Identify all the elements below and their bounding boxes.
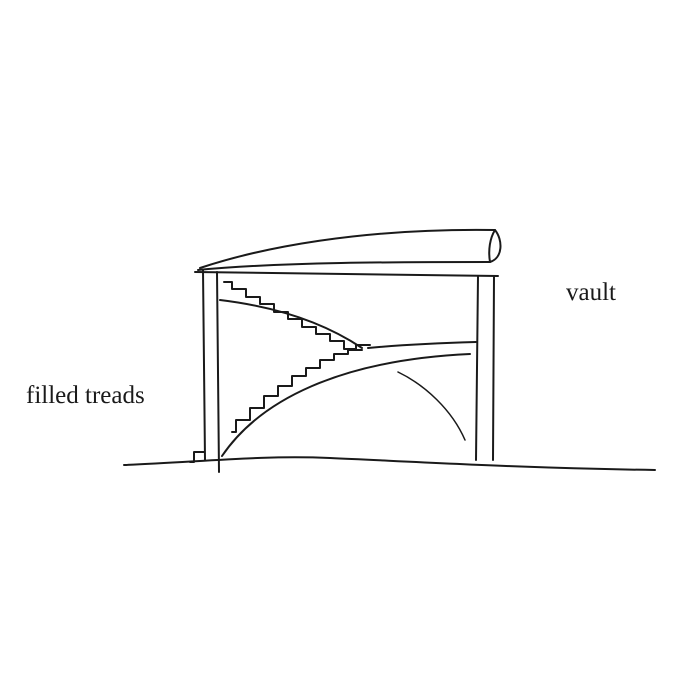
filled-treads-label: filled treads <box>26 382 145 409</box>
roof-slab-bottom <box>194 271 499 277</box>
upper-stair-steps <box>223 281 371 350</box>
left-post-inner <box>216 271 220 473</box>
right-post-outer <box>475 275 479 461</box>
left-post-outer <box>202 269 206 461</box>
ground-line <box>123 456 656 471</box>
right-post-inner <box>492 275 495 461</box>
vault-arch <box>221 353 471 457</box>
upper-stair-soffit <box>219 299 363 349</box>
roof-underside <box>197 261 491 271</box>
landing-line <box>367 341 477 349</box>
vault-arch-inner <box>397 371 466 441</box>
roof-curve <box>199 228 496 269</box>
roof-end <box>488 229 502 263</box>
base-step <box>189 451 205 463</box>
vault-label: vault <box>566 279 616 306</box>
lower-stair-steps <box>231 349 363 433</box>
